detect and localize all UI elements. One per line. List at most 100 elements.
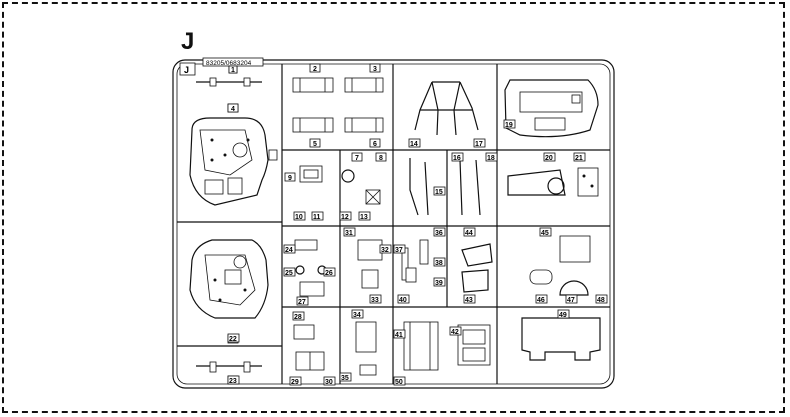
- dashed-border: [2, 2, 785, 413]
- svg-text:39: 39: [435, 280, 443, 287]
- part-code: 83205/0683204: [206, 60, 252, 67]
- part-label-48: 48: [595, 294, 608, 304]
- svg-text:16: 16: [453, 155, 461, 162]
- svg-text:9: 9: [288, 175, 292, 182]
- svg-text:6: 6: [373, 141, 377, 148]
- part-label-3: 3: [369, 63, 381, 73]
- svg-text:20: 20: [545, 155, 553, 162]
- part-label-41: 41: [393, 329, 406, 339]
- part-label-49: 49: [557, 309, 570, 319]
- svg-text:41: 41: [395, 332, 403, 339]
- svg-text:49: 49: [559, 312, 567, 319]
- part-label-30: 30: [323, 376, 336, 386]
- svg-text:28: 28: [294, 314, 302, 321]
- svg-text:22: 22: [229, 336, 237, 343]
- part-label-26: 26: [323, 267, 336, 277]
- part-label-16: 16: [451, 152, 464, 162]
- svg-text:3: 3: [373, 66, 377, 73]
- svg-text:42: 42: [451, 329, 459, 336]
- part-label-42: 42: [449, 326, 462, 336]
- part-label-29: 29: [289, 376, 302, 386]
- part-label-36: 36: [433, 227, 446, 237]
- part-label-34: 34: [351, 309, 364, 319]
- svg-text:13: 13: [360, 214, 368, 221]
- frame-letter: J: [184, 65, 189, 75]
- part-label-25: 25: [283, 267, 296, 277]
- svg-text:44: 44: [465, 230, 473, 237]
- svg-text:24: 24: [285, 247, 293, 254]
- part-label-2: 2: [309, 63, 321, 73]
- svg-text:1: 1: [231, 67, 235, 74]
- part-label-6: 6: [369, 138, 381, 148]
- svg-text:30: 30: [325, 379, 333, 386]
- part-label-47: 47: [565, 294, 578, 304]
- part-label-4: 4: [227, 103, 239, 113]
- svg-text:26: 26: [325, 270, 333, 277]
- part-label-21: 21: [573, 152, 586, 162]
- part-label-18: 18: [485, 152, 498, 162]
- svg-text:33: 33: [371, 297, 379, 304]
- svg-text:29: 29: [291, 379, 299, 386]
- svg-text:47: 47: [567, 297, 575, 304]
- svg-text:14: 14: [410, 141, 418, 148]
- svg-text:17: 17: [475, 141, 483, 148]
- part-label-27: 27: [296, 296, 309, 306]
- svg-text:36: 36: [435, 230, 443, 237]
- part-number-labels: 1 2 3 4 5 6 7 8 9 10 11 12 13 14 15 16 1…: [227, 63, 608, 386]
- part-label-11: 11: [311, 211, 324, 221]
- svg-text:5: 5: [313, 141, 317, 148]
- part-label-37: 37: [393, 244, 406, 254]
- svg-text:46: 46: [537, 297, 545, 304]
- part-label-13: 13: [358, 211, 371, 221]
- svg-text:48: 48: [597, 297, 605, 304]
- part-label-50: 50: [393, 376, 406, 386]
- svg-text:45: 45: [541, 230, 549, 237]
- svg-text:38: 38: [435, 260, 443, 267]
- svg-text:25: 25: [285, 270, 293, 277]
- svg-text:10: 10: [295, 214, 303, 221]
- svg-text:21: 21: [575, 155, 583, 162]
- svg-text:34: 34: [353, 312, 361, 319]
- part-label-40: 40: [397, 294, 410, 304]
- part-label-44: 44: [463, 227, 476, 237]
- svg-text:18: 18: [487, 155, 495, 162]
- svg-text:50: 50: [395, 379, 403, 386]
- part-label-8: 8: [375, 152, 387, 162]
- svg-text:32: 32: [381, 247, 389, 254]
- svg-text:37: 37: [395, 247, 403, 254]
- part-label-45: 45: [539, 227, 552, 237]
- part-label-31: 31: [343, 227, 356, 237]
- part-label-1: 1: [228, 65, 238, 74]
- part-label-38: 38: [433, 257, 446, 267]
- part-label-23: 23: [227, 375, 240, 385]
- part-label-24: 24: [283, 244, 296, 254]
- part-label-17: 17: [473, 138, 486, 148]
- svg-text:43: 43: [465, 297, 473, 304]
- part-label-22: 22: [227, 333, 240, 343]
- part-label-33: 33: [369, 294, 382, 304]
- sprue-letter: J: [181, 28, 195, 55]
- part-label-7: 7: [351, 152, 363, 162]
- part-label-9: 9: [284, 172, 296, 182]
- part-label-35: 35: [339, 372, 352, 382]
- svg-text:40: 40: [399, 297, 407, 304]
- part-label-14: 14: [408, 138, 421, 148]
- svg-text:35: 35: [341, 375, 349, 382]
- part-label-43: 43: [463, 294, 476, 304]
- svg-text:19: 19: [505, 122, 513, 129]
- svg-text:4: 4: [231, 106, 235, 113]
- part-label-20: 20: [543, 152, 556, 162]
- svg-text:12: 12: [341, 214, 349, 221]
- part-label-15: 15: [433, 186, 446, 196]
- svg-text:31: 31: [345, 230, 353, 237]
- svg-text:15: 15: [435, 189, 443, 196]
- part-label-32: 32: [379, 244, 392, 254]
- svg-text:27: 27: [298, 299, 306, 306]
- part-label-5: 5: [309, 138, 321, 148]
- part-label-12: 12: [339, 211, 352, 221]
- svg-text:23: 23: [229, 378, 237, 385]
- part-label-28: 28: [292, 311, 305, 321]
- part-label-10: 10: [293, 211, 306, 221]
- svg-text:8: 8: [379, 155, 383, 162]
- svg-text:11: 11: [313, 214, 321, 221]
